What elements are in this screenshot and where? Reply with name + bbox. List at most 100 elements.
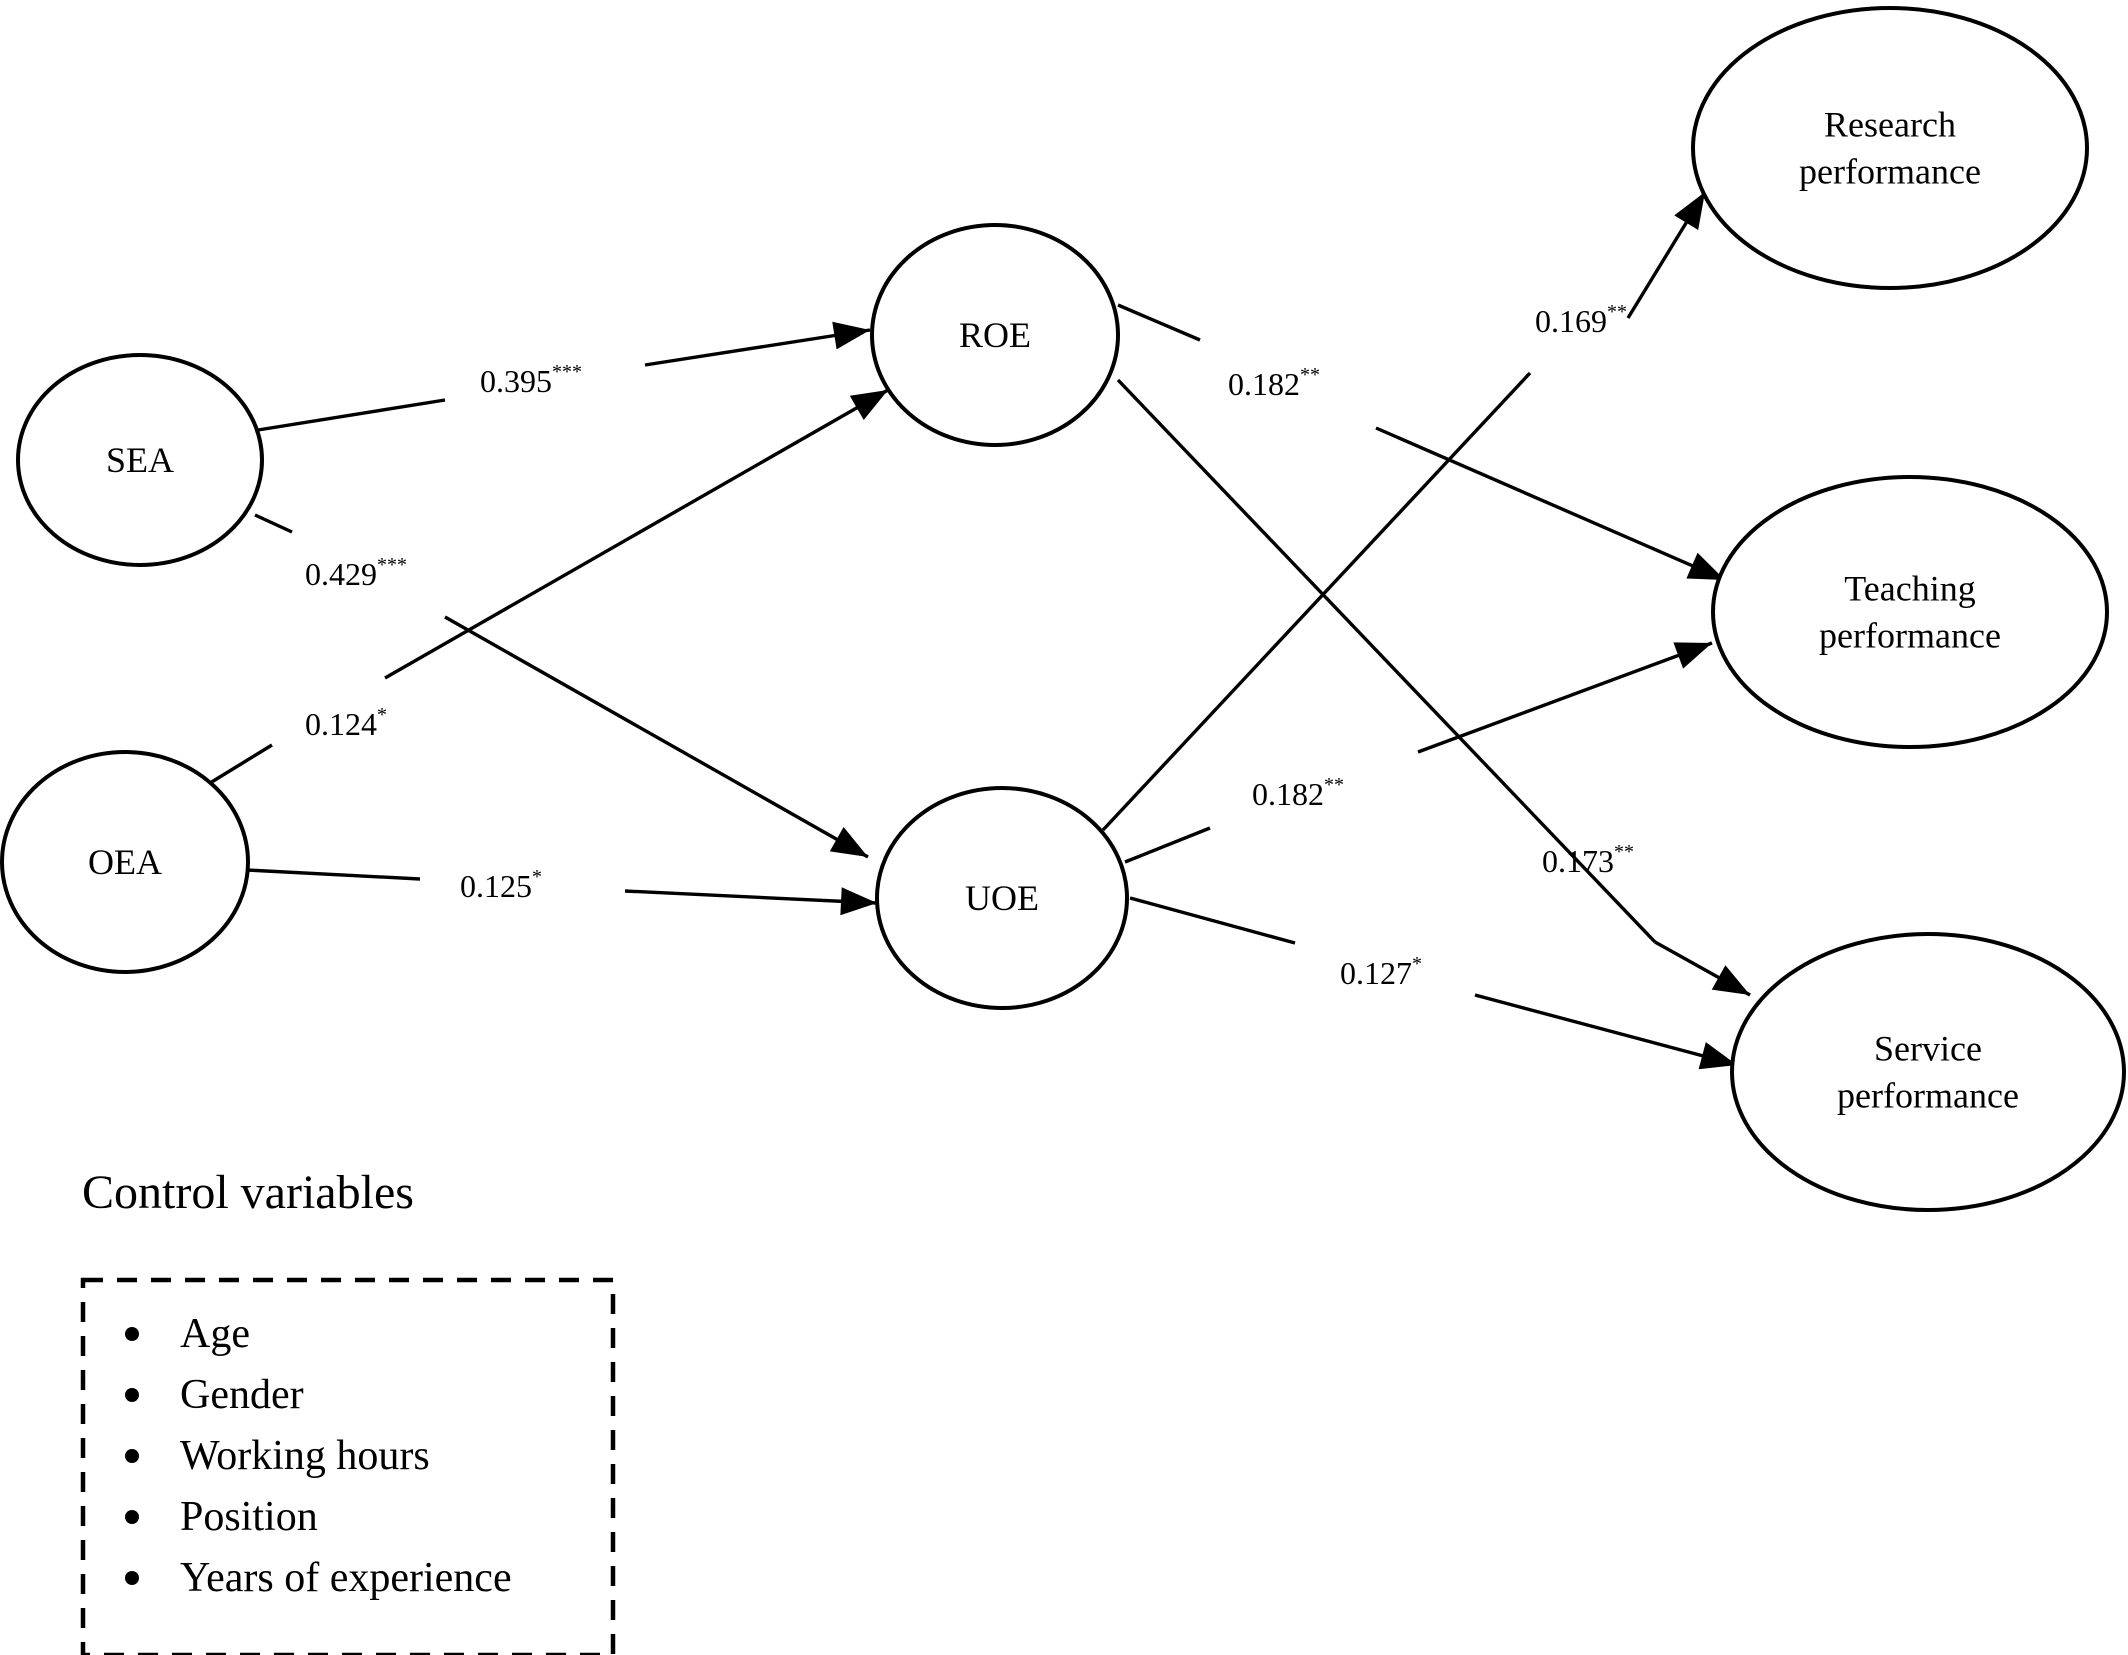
path-roe-to-teaching [1117, 303, 1726, 582]
significance-stars: *** [552, 361, 582, 383]
path-coefficients: 0.395***0.429***0.124*0.125*0.169**0.182… [305, 301, 1634, 991]
node-roe-ellipse [870, 223, 1120, 447]
path-oea-to-uoe-segment [246, 868, 421, 881]
node-service-ellipse [1730, 932, 2126, 1212]
path-uoe-to-teaching-coefficient: 0.182** [1252, 774, 1344, 812]
path-uoe-to-teaching-segment [1417, 641, 1713, 754]
path-uoe-to-teaching-segment [1124, 826, 1211, 864]
significance-stars: * [377, 704, 387, 726]
path-oea-to-uoe [246, 868, 878, 916]
path-oea-to-roe-segment [384, 388, 889, 680]
node-teaching-label: performance [1819, 616, 2001, 656]
node-service-label: performance [1837, 1076, 2019, 1116]
path-roe-to-service-coefficient: 0.173** [1542, 841, 1634, 879]
node-roe: ROE [870, 223, 1120, 447]
path-sea-to-roe-coefficient: 0.395*** [480, 361, 582, 399]
node-research-ellipse [1691, 6, 2089, 290]
node-oea-label: OEA [88, 842, 162, 882]
coefficient-value: 0.429 [305, 556, 377, 592]
path-oea-to-uoe-segment [624, 889, 878, 905]
node-sea-label: SEA [106, 440, 174, 480]
coefficient-value: 0.173 [1542, 843, 1614, 879]
path-roe-to-service-arrowhead [1711, 965, 1750, 995]
control-variable-item: Years of experience [180, 1555, 512, 1601]
path-uoe-to-research-segment [1101, 371, 1532, 832]
node-sea: SEA [16, 353, 264, 567]
node-oea: OEA [0, 750, 250, 974]
bullet-icon [125, 1571, 139, 1585]
control-variable-item: Age [180, 1311, 250, 1357]
path-roe-to-service-segment [1116, 378, 1657, 944]
path-oea-to-uoe-coefficient: 0.125* [460, 866, 542, 904]
node-service: Service performance [1730, 932, 2126, 1212]
significance-stars: * [532, 866, 542, 888]
control-variables-box [80, 1277, 616, 1655]
node-research-label: Research [1824, 105, 1956, 145]
node-uoe-ellipse [875, 786, 1129, 1010]
construct-nodes: SEAOEAROEUOEResearchperformanceTeachingp… [0, 6, 2126, 1212]
path-sea-to-uoe-segment [254, 513, 293, 534]
path-roe-to-service [1116, 378, 1751, 997]
path-oea-to-roe [209, 388, 889, 785]
significance-stars: *** [377, 554, 407, 576]
bullet-icon [125, 1449, 139, 1463]
node-roe-label: ROE [959, 315, 1031, 355]
path-sea-to-uoe-segment [444, 615, 869, 859]
path-sea-to-roe-segment [257, 398, 446, 432]
path-uoe-to-teaching [1124, 641, 1713, 864]
path-arrows [209, 191, 1751, 1070]
coefficient-value: 0.182 [1252, 776, 1324, 812]
control-variables-title: Control variables [82, 1166, 414, 1219]
bullet-icon [125, 1388, 139, 1402]
path-oea-to-roe-segment [209, 743, 273, 785]
node-service-label: Service [1874, 1029, 1982, 1069]
significance-stars: ** [1607, 301, 1627, 323]
coefficient-value: 0.182 [1228, 366, 1300, 402]
path-uoe-to-service-coefficient: 0.127* [1340, 953, 1422, 991]
path-uoe-to-research [1101, 191, 1707, 832]
coefficient-value: 0.169 [1535, 303, 1607, 339]
coefficient-value: 0.395 [480, 363, 552, 399]
node-oea-ellipse [0, 750, 250, 974]
path-sea-to-roe-arrowhead [832, 321, 870, 350]
path-sea-to-roe-segment [644, 328, 871, 367]
control-variable-item: Position [180, 1494, 318, 1540]
path-uoe-to-service [1129, 896, 1738, 1070]
path-oea-to-roe-arrowhead [849, 390, 888, 421]
path-uoe-to-research-coefficient: 0.169** [1535, 301, 1627, 339]
path-sea-to-roe [257, 321, 871, 432]
significance-stars: * [1412, 953, 1422, 975]
path-uoe-to-service-segment [1474, 993, 1738, 1067]
path-roe-to-teaching-arrowhead [1686, 552, 1725, 580]
path-uoe-to-teaching-arrowhead [1673, 642, 1712, 669]
path-sea-to-uoe-coefficient: 0.429*** [305, 554, 407, 592]
significance-stars: ** [1324, 774, 1344, 796]
path-roe-to-teaching-segment [1375, 426, 1726, 582]
path-roe-to-teaching-coefficient: 0.182** [1228, 364, 1320, 402]
node-teaching: Teaching performance [1711, 475, 2109, 749]
coefficient-value: 0.127 [1340, 955, 1412, 991]
path-oea-to-uoe-arrowhead [840, 887, 877, 916]
significance-stars: ** [1614, 841, 1634, 863]
path-oea-to-roe-coefficient: 0.124* [305, 704, 387, 742]
node-teaching-label: Teaching [1844, 569, 1975, 609]
node-research: Research performance [1691, 6, 2089, 290]
node-research-label: performance [1799, 152, 1981, 192]
coefficient-value: 0.125 [460, 868, 532, 904]
path-uoe-to-service-segment [1129, 896, 1296, 945]
path-uoe-to-research-arrowhead [1674, 192, 1705, 231]
path-roe-to-teaching-segment [1117, 303, 1201, 342]
node-teaching-ellipse [1711, 475, 2109, 749]
path-uoe-to-service-arrowhead [1698, 1042, 1737, 1070]
node-uoe-label: UOE [965, 878, 1039, 918]
bullet-icon [125, 1327, 139, 1341]
significance-stars: ** [1300, 364, 1320, 386]
path-sea-to-uoe-arrowhead [829, 827, 868, 857]
control-variable-item: Working hours [180, 1433, 430, 1479]
control-variable-item: Gender [180, 1372, 304, 1418]
coefficient-value: 0.124 [305, 706, 377, 742]
node-sea-ellipse [16, 353, 264, 567]
